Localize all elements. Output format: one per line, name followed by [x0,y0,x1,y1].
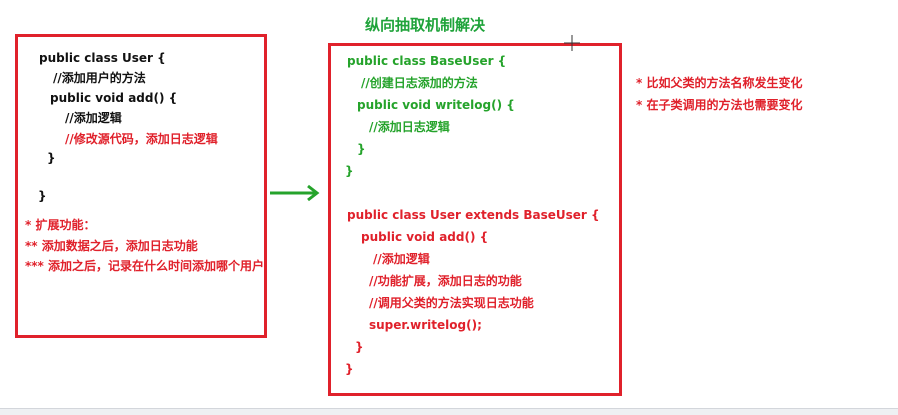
code-comment-add-log-logic: //添加日志逻辑 [369,120,450,134]
note-record-time-user: *** 添加之后，记录在什么时间添加哪个用户 [25,259,265,273]
note-extend-feature: * 扩展功能： [25,218,96,232]
right-code-box [328,43,622,396]
code-line-user-add-method: public void add() { [361,230,489,244]
code-comment-create-log: //创建日志添加的方法 [361,76,478,90]
code-line-class-user: public class User { [39,51,166,65]
code-brace-user-close: } [345,362,354,376]
side-note-parent-rename: * 比如父类的方法名称发生变化 [636,76,803,90]
bottom-scroll-band [0,408,898,415]
code-comment-user-add-logic: //添加逻辑 [373,252,430,266]
code-brace-class-close: } [38,189,47,203]
crosshair-cursor-icon [564,35,580,51]
code-comment-add-logic: //添加逻辑 [65,111,122,125]
left-code-box [15,34,267,338]
code-brace-baseuser-close: } [345,164,354,178]
side-note-child-change: * 在子类调用的方法也需要变化 [636,98,803,112]
diagram-title: 纵向抽取机制解决 [365,16,486,34]
code-line-writelog-method: public void writelog() { [357,98,515,112]
code-brace-writelog-close: } [357,142,366,156]
code-line-class-user-extends: public class User extends BaseUser { [347,208,600,222]
right-arrow-icon [270,184,320,202]
code-line-add-method: public void add() { [50,91,178,105]
note-add-log-after-data: ** 添加数据之后，添加日志功能 [25,239,198,253]
code-comment-modify-source: //修改源代码，添加日志逻辑 [65,132,218,146]
code-comment-extend-log: //功能扩展，添加日志的功能 [369,274,522,288]
code-brace-add-close: } [355,340,364,354]
code-brace-method-close: } [47,151,56,165]
code-line-super-writelog: super.writelog(); [369,318,482,332]
code-comment-add-user: //添加用户的方法 [53,71,146,85]
code-line-class-baseuser: public class BaseUser { [347,54,507,68]
code-comment-call-parent: //调用父类的方法实现日志功能 [369,296,534,310]
